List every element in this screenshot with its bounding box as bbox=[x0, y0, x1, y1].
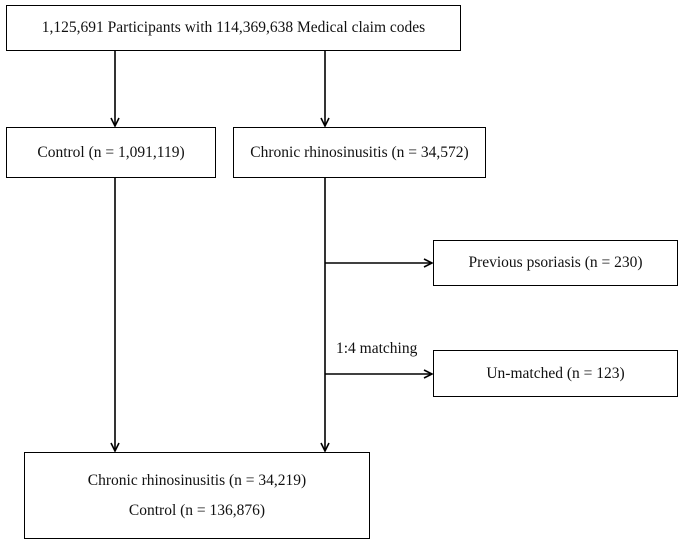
final-crs-text: Chronic rhinosinusitis (n = 34,219) bbox=[87, 471, 307, 489]
box-final-cohort: Chronic rhinosinusitis (n = 34,219) Cont… bbox=[24, 452, 370, 539]
final-control-text: Control (n = 136,876) bbox=[128, 501, 266, 519]
box-control-group: Control (n = 1,091,119) bbox=[6, 127, 216, 178]
chronic-rhinosinusitis-text: Chronic rhinosinusitis (n = 34,572) bbox=[250, 143, 469, 161]
box-total-participants: 1,125,691 Participants with 114,369,638 … bbox=[6, 5, 461, 51]
matching-label: 1:4 matching bbox=[336, 340, 418, 357]
previous-psoriasis-text: Previous psoriasis (n = 230) bbox=[468, 254, 643, 271]
unmatched-text: Un-matched (n = 123) bbox=[486, 364, 625, 382]
box-unmatched: Un-matched (n = 123) bbox=[433, 350, 678, 397]
control-group-text: Control (n = 1,091,119) bbox=[37, 143, 185, 161]
total-participants-text: 1,125,691 Participants with 114,369,638 … bbox=[41, 19, 426, 36]
box-chronic-rhinosinusitis: Chronic rhinosinusitis (n = 34,572) bbox=[233, 127, 486, 178]
box-previous-psoriasis: Previous psoriasis (n = 230) bbox=[433, 240, 678, 286]
